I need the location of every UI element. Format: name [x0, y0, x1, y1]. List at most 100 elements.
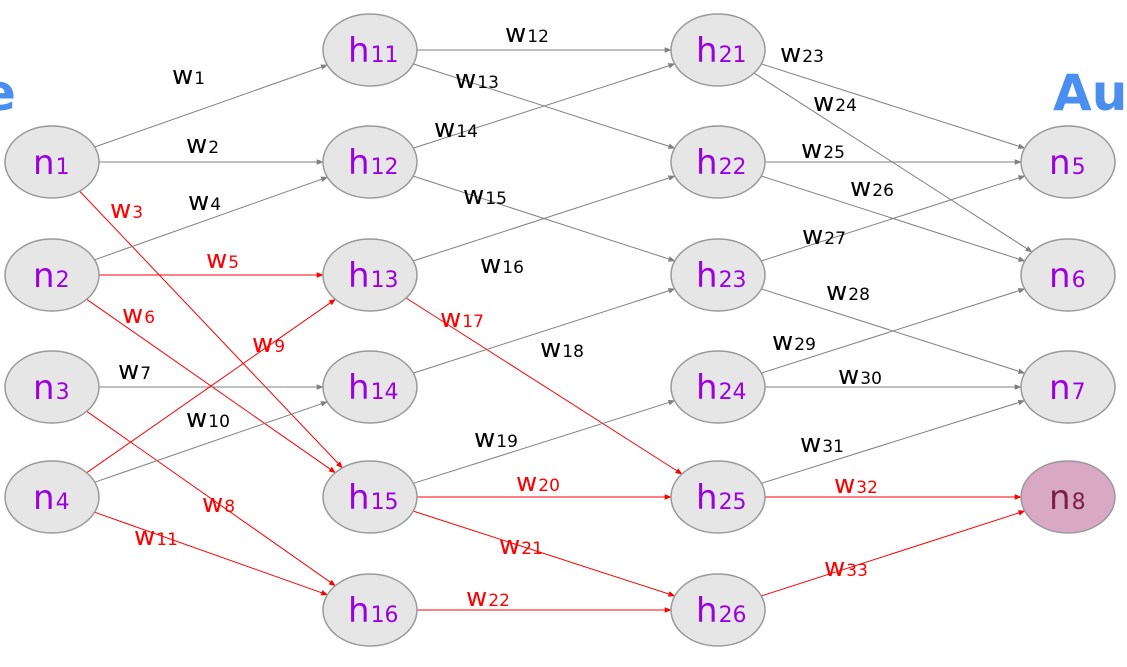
node-shape-n7: [1020, 350, 1116, 424]
node-subscript: 8: [1072, 490, 1086, 515]
weight-subscript: 24: [835, 96, 857, 116]
node-label-h21: h21: [696, 31, 747, 71]
weight-label-w32: w32: [834, 470, 878, 500]
weight-label-w17: w17: [440, 304, 484, 334]
node-subscript: 25: [719, 490, 747, 515]
weight-label-w20: w20: [516, 468, 560, 498]
edge-h24-n6: [761, 288, 1026, 374]
node-letter: n: [1049, 143, 1071, 183]
node-h23: h23: [670, 238, 766, 312]
node-shape-n8: [1020, 460, 1116, 534]
node-label-n7: n7: [1049, 368, 1086, 408]
weight-subscript: 1: [194, 69, 205, 89]
node-h12: h12: [322, 125, 418, 199]
weight-subscript: 32: [856, 478, 878, 498]
weight-label-w11: w11: [134, 522, 178, 552]
weight-subscript: 23: [802, 47, 824, 67]
weight-letter: w: [186, 130, 207, 160]
node-label-h15: h15: [348, 478, 399, 518]
edge-h21-n5: [761, 63, 1026, 149]
weight-letter: w: [772, 327, 793, 357]
node-label-h13: h13: [348, 256, 399, 296]
node-h13: h13: [322, 238, 418, 312]
left-side-label: e: [0, 64, 16, 122]
weight-letter: w: [801, 135, 822, 165]
weight-label-w25: w25: [801, 135, 845, 165]
weight-label-w12: w12: [505, 19, 549, 49]
weight-subscript: 28: [848, 285, 870, 305]
node-subscript: 26: [719, 603, 747, 628]
node-label-n1: n1: [33, 143, 70, 183]
edge-n1-h15: [79, 190, 343, 469]
node-h24: h24: [670, 350, 766, 424]
edge-h12-h21: [413, 63, 676, 149]
edges-layer: [79, 47, 1033, 613]
edge-h13-h25: [405, 297, 683, 475]
node-n8: n8: [1020, 460, 1116, 534]
node-shape-h24: [670, 350, 766, 424]
weight-letter: w: [834, 470, 855, 500]
edge-n1-h11: [94, 64, 328, 148]
node-shape-n4: [4, 460, 100, 534]
weight-letter: w: [824, 553, 845, 583]
node-shape-h11: [322, 13, 418, 87]
node-label-n3: n3: [33, 368, 70, 408]
node-subscript: 22: [719, 155, 747, 180]
node-subscript: 6: [1072, 268, 1086, 293]
weight-subscript: 9: [274, 337, 285, 357]
node-letter: h: [696, 256, 718, 296]
weight-letter: w: [172, 61, 193, 91]
weight-label-w7: w7: [118, 356, 151, 386]
weight-label-w30: w30: [838, 361, 882, 391]
weight-subscript: 10: [208, 412, 230, 432]
weight-subscript: 33: [846, 561, 868, 581]
node-h26: h26: [670, 573, 766, 647]
weight-letter: w: [134, 522, 155, 552]
node-letter: n: [33, 143, 55, 183]
weight-letter: w: [463, 181, 484, 211]
node-h15: h15: [322, 460, 418, 534]
node-shape-h13: [322, 238, 418, 312]
node-h11: h11: [322, 13, 418, 87]
weight-label-w14: w14: [434, 114, 478, 144]
weight-label-w22: w22: [466, 583, 510, 613]
node-shape-h25: [670, 460, 766, 534]
weight-label-w2: w2: [186, 130, 219, 160]
node-subscript: 4: [56, 490, 70, 515]
weight-letter: w: [202, 489, 223, 519]
node-shape-h21: [670, 13, 766, 87]
weight-subscript: 20: [538, 476, 560, 496]
edge-h14-h23: [413, 288, 676, 374]
node-shape-h16: [322, 573, 418, 647]
node-subscript: 16: [371, 603, 399, 628]
weight-subscript: 25: [823, 143, 845, 163]
node-subscript: 7: [1072, 380, 1086, 405]
node-subscript: 24: [719, 380, 747, 405]
node-label-n2: n2: [33, 256, 70, 296]
nodes-layer: n1n2n3n4h11h12h13h14h15h16h21h22h23h24h2…: [4, 13, 1116, 647]
node-subscript: 2: [56, 268, 70, 293]
edge-n4-h13: [86, 298, 336, 474]
weight-subscript: 15: [485, 189, 507, 209]
weight-letter: w: [826, 277, 847, 307]
node-label-h11: h11: [348, 31, 399, 71]
weight-letter: w: [540, 334, 561, 364]
edge-h26-n8: [761, 510, 1026, 597]
weight-letter: w: [850, 173, 871, 203]
node-shape-n5: [1020, 125, 1116, 199]
weight-letter: w: [440, 304, 461, 334]
node-n2: n2: [4, 238, 100, 312]
node-n7: n7: [1020, 350, 1116, 424]
weight-subscript: 2: [208, 138, 219, 158]
node-letter: h: [348, 591, 370, 631]
node-shape-h12: [322, 125, 418, 199]
weight-letter: w: [118, 356, 139, 386]
node-label-h22: h22: [696, 143, 747, 183]
node-letter: h: [348, 478, 370, 518]
node-h22: h22: [670, 125, 766, 199]
weight-label-w4: w4: [188, 187, 221, 217]
node-letter: h: [348, 368, 370, 408]
weight-letter: w: [838, 361, 859, 391]
node-letter: h: [348, 31, 370, 71]
